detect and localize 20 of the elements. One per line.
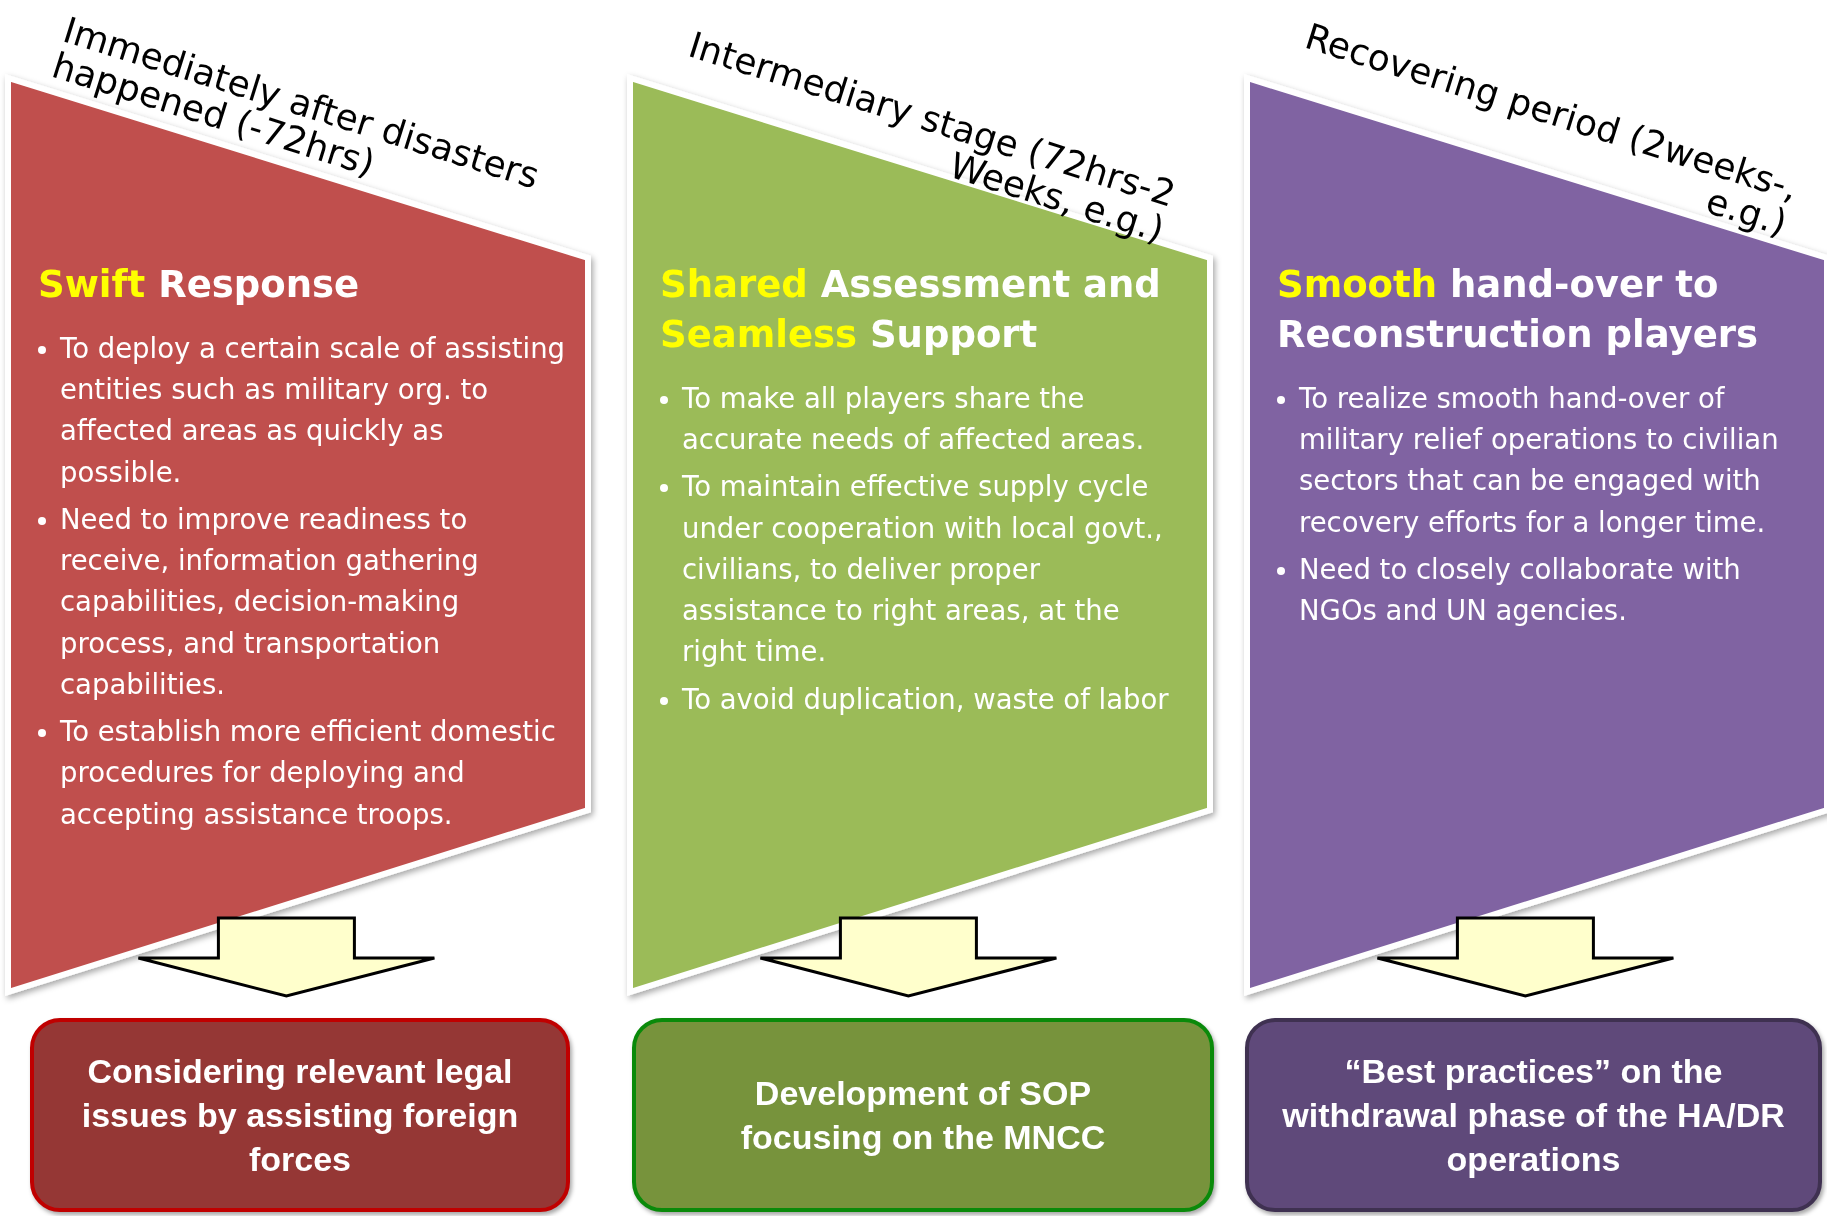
panel-heading: Swift Response — [38, 262, 361, 308]
bullet-text: To maintain effective supply cycle under cooperation with local govt., civilians, to deliver proper assistance to right areas, at the right time. — [682, 470, 1163, 668]
outcome-box — [632, 1018, 1214, 1212]
block-arrow — [1375, 916, 1675, 998]
outcome-text: “Best practices” on the withdrawal phase of the HA/DR operations — [1281, 1050, 1786, 1181]
bullet-text: Need to closely collaborate with NGOs and UN agencies. — [1299, 552, 1741, 627]
bullet-text: To make all players share the accurate needs of affected areas. — [682, 381, 1145, 456]
outcome-text: Development of SOP focusing on the MNCC — [739, 1072, 1107, 1158]
bullet-text: To realize smooth hand-over of military relief operations to civilian sectors that can be engaged with recovery efforts for a longer time. — [1299, 381, 1779, 538]
bullet-text: To deploy a certain scale of assisting entities such as military org. to affected areas as quickly as possible. — [60, 331, 566, 488]
block-arrow — [136, 916, 436, 998]
panel-heading: Smooth hand-over to Reconstruction players — [1277, 262, 1759, 358]
bullet-text: To avoid duplication, waste of labor — [682, 682, 1169, 715]
bullet-text: To establish more efficient domestic procedures for deploying and accepting assistance troops. — [60, 715, 556, 830]
panel-heading: Shared Assessment and Seamless Support — [660, 262, 1162, 358]
block-arrow — [758, 916, 1058, 998]
outcome-box — [1245, 1018, 1822, 1212]
bullet-text: Need to improve readiness to receive, information gathering capabilities, decision-making process, and transportation capabilities. — [60, 502, 479, 700]
outcome-text: Considering relevant legal issues by assisting foreign forces — [80, 1050, 520, 1181]
outcome-box — [30, 1018, 570, 1212]
